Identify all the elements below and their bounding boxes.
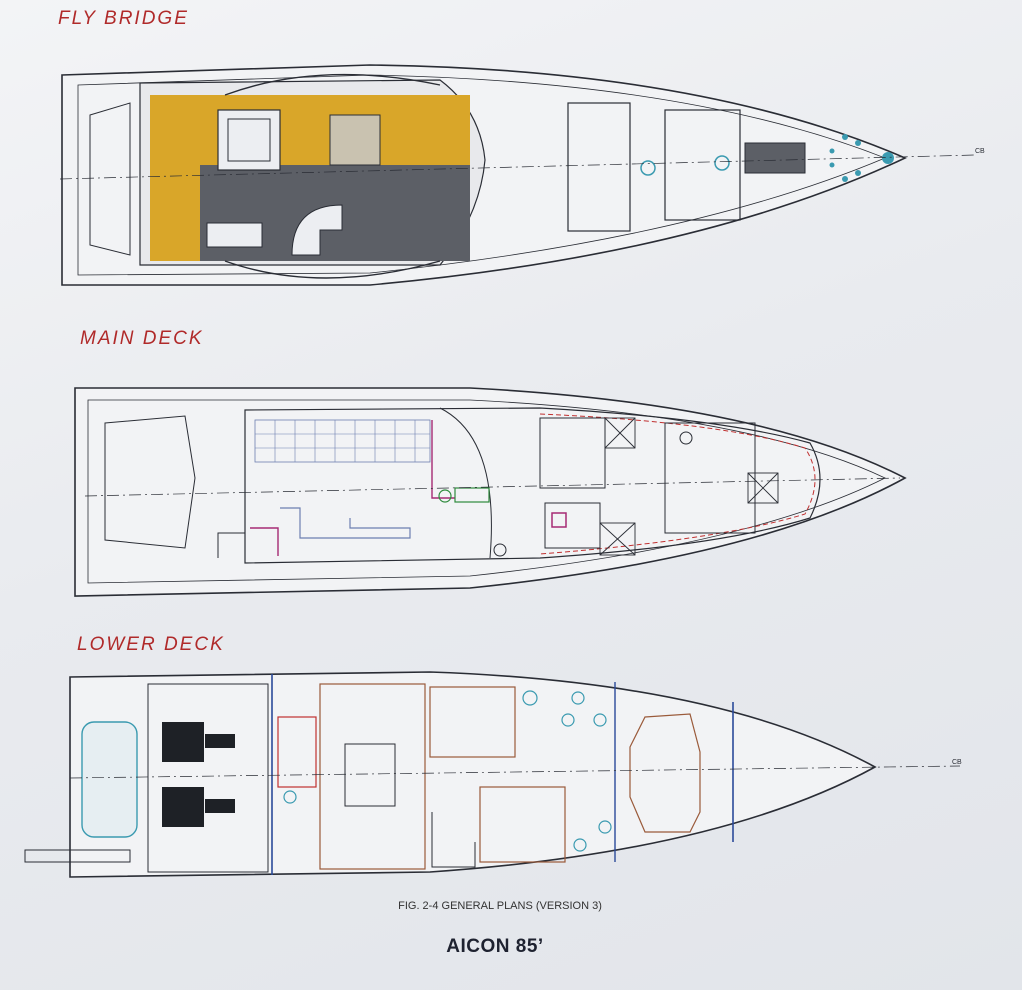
lower-guest-cabin-port: [429, 686, 516, 758]
fly-hatch-1: [567, 102, 631, 232]
main-centerline: [84, 477, 901, 497]
fly-bow-fittings: [829, 134, 894, 182]
fly-hardtop-arc-bottom: [224, 260, 441, 279]
lower-deck-label: LOWER DECK: [77, 634, 225, 655]
lower-hull-outline: [69, 671, 877, 878]
lower-master-cabin: [319, 683, 426, 870]
main-salon-tile-grid: [255, 420, 430, 462]
main-stairs: [217, 532, 246, 558]
lower-tender-garage: [81, 721, 138, 838]
lower-engine-room: [147, 683, 269, 873]
main-deck-label: MAIN DECK: [80, 328, 204, 349]
main-deck-plan: [74, 387, 907, 597]
fly-hatch-2: [664, 109, 741, 221]
fly-dining-table: [329, 114, 381, 166]
main-crew-cabin: [664, 422, 756, 534]
main-magenta-hatch: [551, 512, 567, 528]
fly-hardtop-arc: [224, 73, 441, 96]
lower-master-bath: [277, 716, 317, 788]
fly-sunpad: [206, 222, 263, 248]
lower-stairs: [431, 812, 476, 868]
fly-foredeck-box: [744, 142, 806, 174]
lower-toilets: [283, 690, 612, 852]
lower-centerline: [69, 765, 961, 779]
lower-centerline-label: CB: [952, 759, 962, 766]
fly-stern-platform: [89, 102, 131, 256]
main-salon-tiles: [254, 419, 431, 463]
model-title: AICON 85’: [446, 936, 544, 957]
main-toilet-2: [493, 543, 507, 557]
main-stern-steps: [104, 415, 196, 549]
fly-hatch-marker-2: [714, 155, 730, 171]
lower-swim-platform: [24, 849, 131, 863]
lower-deck-plan: CB: [24, 671, 962, 878]
main-galley: [539, 417, 606, 489]
lower-guest-cabin-stbd: [479, 786, 566, 863]
main-cross-hatches: [599, 417, 779, 556]
lower-master-bed: [344, 743, 396, 807]
main-hull-outline: [74, 387, 907, 597]
lower-vip-cabin: [629, 713, 701, 833]
main-toilet-1: [679, 431, 693, 445]
figure-caption: FIG. 2-4 GENERAL PLANS (VERSION 3): [398, 900, 602, 912]
fly-hatch-marker-1: [640, 160, 656, 176]
lower-engine-port: [162, 722, 235, 762]
fly-bridge-label: FLY BRIDGE: [58, 8, 189, 29]
main-magenta-partition: [250, 420, 455, 556]
fly-centerline: [59, 154, 976, 180]
fly-bridge-plan: CB: [59, 64, 985, 286]
lower-engine-starboard: [162, 787, 235, 827]
main-green-fixtures: [438, 487, 490, 503]
fly-bar-counter: [291, 204, 343, 256]
main-sofa: [280, 507, 411, 539]
main-superstructure: [244, 407, 821, 564]
fly-centerline-label: CB: [975, 148, 985, 155]
main-helm-arc: [439, 407, 492, 559]
